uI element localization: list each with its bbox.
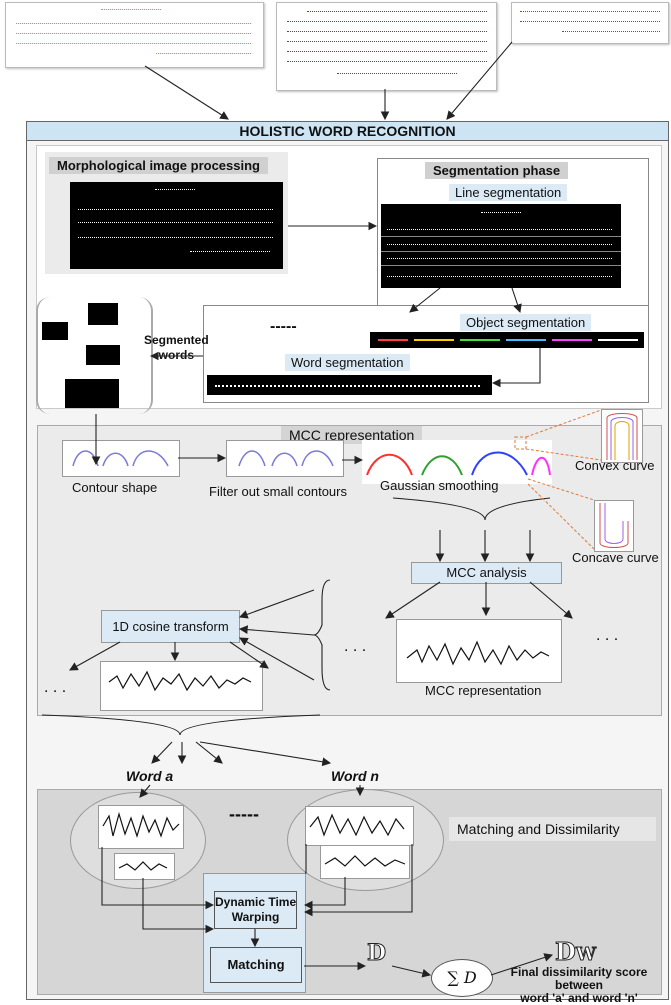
word-image-4 bbox=[65, 379, 119, 408]
filter-small-label: Filter out small contours bbox=[209, 484, 347, 499]
word-segmentation-image bbox=[207, 375, 492, 395]
word-segmentation-label: Word segmentation bbox=[285, 354, 410, 371]
object-segmentation-image bbox=[370, 332, 644, 348]
morph-label: Morphological image processing bbox=[49, 157, 268, 174]
cosine-transform-label: 1D cosine transform bbox=[112, 619, 229, 634]
object-segmentation-label: Object segmentation bbox=[460, 314, 592, 331]
d-symbol: D bbox=[366, 940, 387, 967]
segmentation-phase-label: Segmentation phase bbox=[425, 162, 569, 179]
concave-curve-label: Concave curve bbox=[572, 550, 659, 565]
matching-label: Matching bbox=[227, 957, 285, 972]
morph-output-image bbox=[70, 182, 283, 269]
mcc-panel-title: MCC representation bbox=[281, 426, 423, 444]
final-score-label: Final dissimilarity score between word '… bbox=[510, 965, 648, 1005]
cosine-output-plot bbox=[100, 661, 263, 711]
filtered-contour-image bbox=[226, 440, 344, 477]
matching-dissimilarity-label: Matching and Dissimilarity bbox=[449, 817, 656, 841]
concave-curve-image bbox=[594, 500, 634, 552]
mcc-representation-plot bbox=[396, 619, 562, 683]
dtw-box: Dynamic Time Warping bbox=[214, 891, 297, 929]
word-n-plot-1 bbox=[305, 806, 414, 846]
ellipsis-right: . . . bbox=[596, 627, 619, 644]
handwritten-document-3 bbox=[511, 2, 669, 44]
mcc-representation-label: MCC representation bbox=[425, 683, 542, 698]
word-image-3 bbox=[86, 345, 120, 365]
contour-shape-image bbox=[62, 440, 180, 477]
word-image-1 bbox=[88, 303, 118, 325]
ellipsis-middle: . . . bbox=[344, 638, 367, 655]
sigma-symbol: ∑ bbox=[447, 968, 459, 987]
sum-d-symbol: D bbox=[463, 968, 477, 987]
diagram-title: HOLISTIC WORD RECOGNITION bbox=[239, 123, 456, 139]
mcc-analysis-label: MCC analysis bbox=[446, 565, 527, 580]
dw-symbol: DW bbox=[555, 937, 597, 967]
line-segmentation-image bbox=[381, 204, 621, 288]
word-a-plot-1 bbox=[98, 805, 184, 849]
handwritten-document-1 bbox=[5, 2, 264, 68]
word-a-plot-2 bbox=[114, 853, 175, 880]
title-banner: HOLISTIC WORD RECOGNITION bbox=[26, 121, 669, 141]
cosine-transform-box: 1D cosine transform bbox=[101, 610, 240, 643]
matching-box: Matching bbox=[210, 947, 302, 983]
handwritten-document-2 bbox=[276, 2, 497, 91]
matching-dashes: ----- bbox=[229, 804, 259, 824]
word-n-plot-2 bbox=[320, 845, 410, 879]
object-dashes: ----- bbox=[270, 318, 297, 335]
word-image-2 bbox=[42, 322, 68, 340]
word-n-label: Word n bbox=[331, 768, 379, 784]
sum-circle: ∑ D bbox=[431, 959, 493, 997]
convex-curve-image bbox=[601, 409, 643, 463]
convex-curve-label: Convex curve bbox=[575, 458, 655, 473]
mcc-analysis-box: MCC analysis bbox=[411, 562, 562, 584]
gaussian-label: Gaussian smoothing bbox=[380, 478, 499, 493]
contour-shape-label: Contour shape bbox=[72, 480, 158, 495]
ellipsis-left: . . . bbox=[44, 679, 67, 696]
word-a-label: Word a bbox=[126, 768, 174, 784]
segmented-words-label: Segmented words bbox=[144, 333, 209, 362]
line-segmentation-label: Line segmentation bbox=[449, 184, 568, 201]
